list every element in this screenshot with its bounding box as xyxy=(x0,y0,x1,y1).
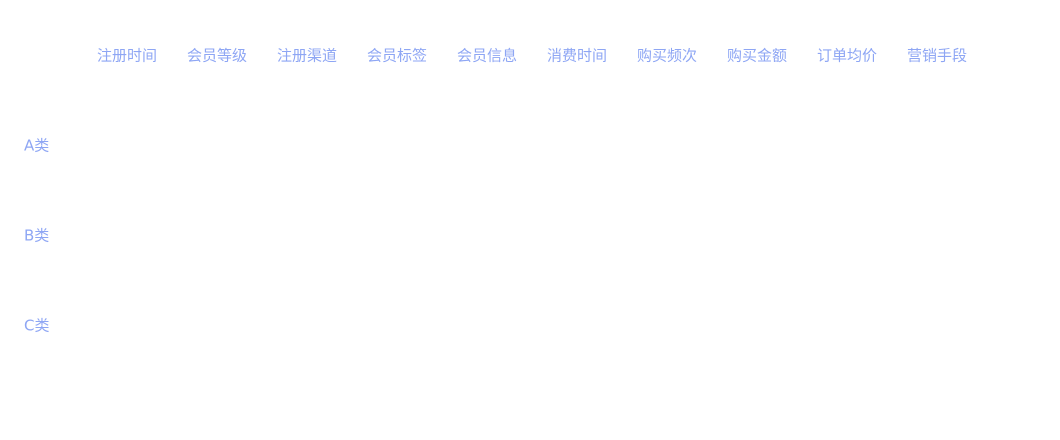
x-axis-label: 购买金额 xyxy=(726,46,788,65)
x-axis-label: 会员信息 xyxy=(456,46,518,65)
x-axis-label: 营销手段 xyxy=(906,46,968,65)
y-axis-label: A类 xyxy=(24,136,50,155)
x-axis-label: 注册渠道 xyxy=(276,46,338,65)
x-axis-label: 会员标签 xyxy=(366,46,428,65)
x-axis-label: 订单均价 xyxy=(816,46,878,65)
x-axis-label: 购买频次 xyxy=(636,46,698,65)
x-axis-label: 会员等级 xyxy=(186,46,248,65)
y-axis-label: B类 xyxy=(24,226,50,245)
y-axis-label: C类 xyxy=(24,316,50,335)
x-axis-label: 注册时间 xyxy=(96,46,158,65)
x-axis-label: 消费时间 xyxy=(546,46,608,65)
